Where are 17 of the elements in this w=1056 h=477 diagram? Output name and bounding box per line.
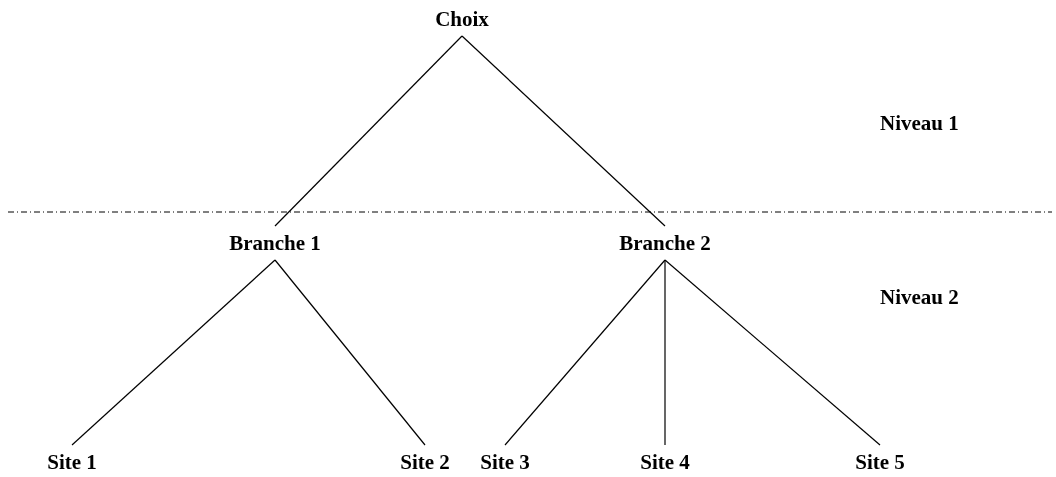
tree-line — [274, 35, 463, 227]
node-label: Branche 1 — [213, 228, 337, 258]
tree-line — [664, 259, 666, 446]
node-label: Branche 2 — [603, 228, 727, 258]
tree-line — [504, 259, 666, 446]
tree-line — [461, 35, 666, 227]
level-label: Niveau 2 — [880, 287, 959, 308]
node-label: Site 4 — [630, 447, 700, 477]
node-label: Site 1 — [37, 447, 107, 477]
node-label: Site 3 — [472, 447, 538, 477]
node-label: Choix — [422, 4, 502, 34]
tree-line — [664, 259, 881, 446]
level-label: Niveau 1 — [880, 113, 959, 134]
node-label: Site 5 — [845, 447, 915, 477]
node-label: Site 2 — [392, 447, 458, 477]
tree-line — [71, 259, 276, 446]
tree-line — [274, 259, 426, 446]
